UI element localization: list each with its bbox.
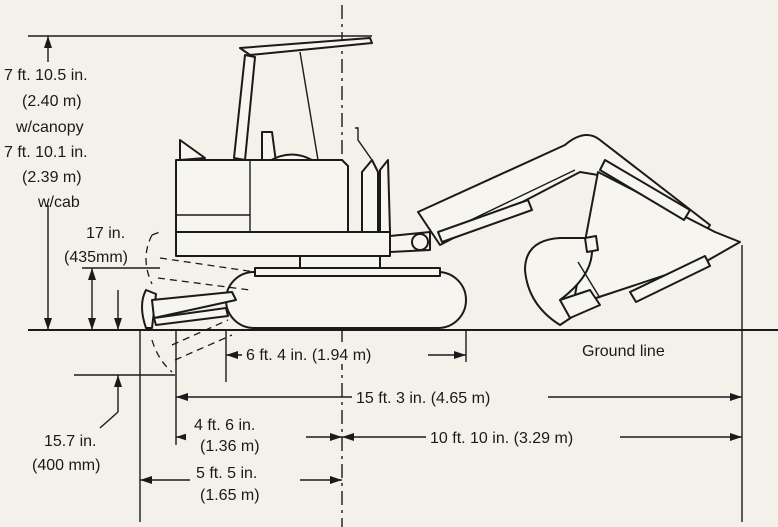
- bucket-cylinder: [629, 255, 711, 303]
- overall-length-label: 15 ft. 3 in. (4.65 m): [356, 390, 490, 407]
- blade-depth-in-label: 15.7 in.: [44, 433, 96, 450]
- blade-to-center-ft-label: 5 ft. 5 in.: [196, 465, 257, 482]
- canopy-rear-post: [233, 54, 256, 161]
- rear-length-ft-label: 4 ft. 6 in.: [194, 417, 255, 434]
- overall-length-dimension: [176, 386, 742, 408]
- blade-lift-mm-label: (435mm): [64, 249, 128, 266]
- canopy-roof: [239, 37, 373, 56]
- track-length-label: 6 ft. 4 in. (1.94 m): [246, 347, 371, 364]
- arm-cylinder: [599, 159, 691, 221]
- excavator-illustration: [141, 37, 741, 373]
- control-lever: [355, 127, 373, 161]
- cab-note-label: w/cab: [37, 194, 80, 211]
- ground-line-label: Ground line: [582, 343, 665, 360]
- height-dimension: [28, 35, 372, 330]
- crawler-track: [225, 271, 467, 329]
- swing-reach-dimension: [176, 426, 742, 448]
- bucket: [524, 237, 593, 326]
- rear-length-m-label: (1.36 m): [200, 438, 260, 455]
- canopy-height-ft-label: 7 ft. 10.5 in.: [4, 67, 88, 84]
- blade-lowered-outline: [151, 319, 233, 373]
- upper-structure: [175, 159, 349, 233]
- blade-lift-dimension: [82, 267, 160, 330]
- blade-lift-in-label: 17 in.: [86, 225, 125, 242]
- blade-to-center-m-label: (1.65 m): [200, 487, 260, 504]
- blade-to-center-dimension: [140, 468, 342, 490]
- boom-swing-post: [361, 159, 379, 233]
- blade-raised-outline: [145, 231, 256, 291]
- rear-hood: [179, 139, 206, 161]
- front-reach-label: 10 ft. 10 in. (3.29 m): [430, 430, 573, 447]
- blade-depth-dimension: [74, 374, 175, 429]
- cab-height-m-label: (2.39 m): [22, 169, 82, 186]
- blade-depth-mm-label: (400 mm): [32, 457, 100, 474]
- canopy-note-label: w/canopy: [15, 119, 84, 136]
- cab-height-ft-label: 7 ft. 10.1 in.: [4, 144, 88, 161]
- track-length-dimension: [226, 342, 466, 364]
- canopy-height-m-label: (2.40 m): [22, 93, 82, 110]
- boom-cylinder: [437, 199, 533, 243]
